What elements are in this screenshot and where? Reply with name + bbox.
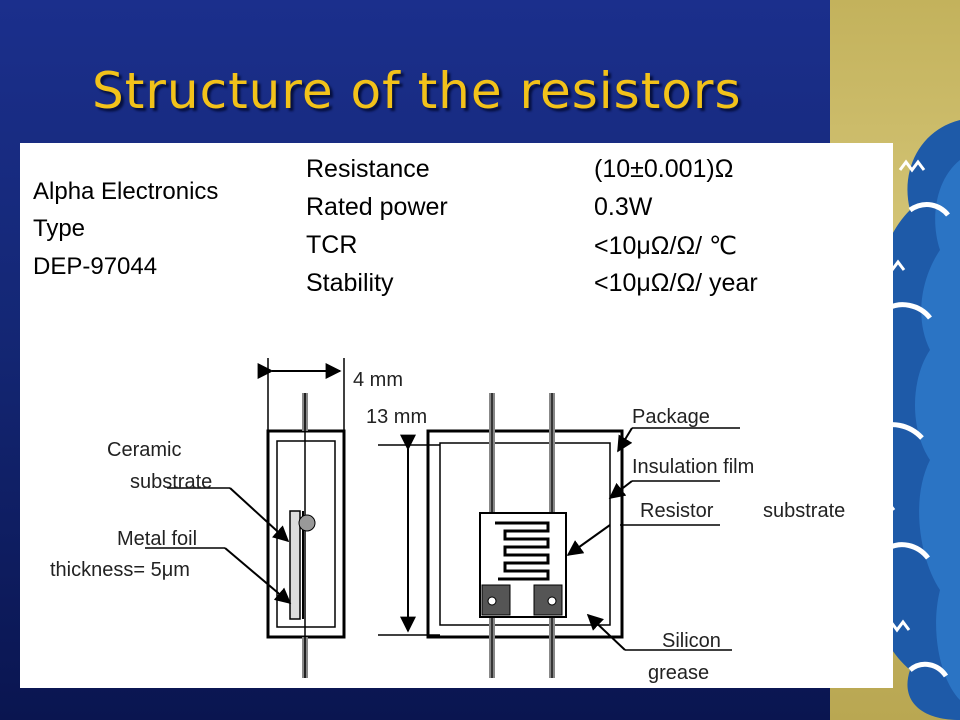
silicon-label: Silicon (662, 630, 721, 652)
spec-value-resistance: (10±0.001)Ω (594, 155, 734, 183)
spec-label-tcr: TCR (306, 231, 358, 259)
front-view (426, 393, 740, 678)
grease-label: grease (648, 662, 709, 684)
resistor-structure-diagram: 4 mm 13 mm Ceramic substrate Metal foil … (50, 358, 845, 684)
side-view (145, 358, 346, 678)
manufacturer-name: Alpha Electronics (33, 178, 219, 205)
foil-label-line1: Metal foil (117, 528, 197, 550)
spec-label-resistance: Resistance (306, 155, 430, 183)
height-label: 13 mm (366, 406, 427, 428)
spec-label-stability: Stability (306, 269, 394, 297)
type-label: Type (33, 215, 86, 242)
height-dimension (378, 434, 440, 636)
page-title: Structure of the resistors (92, 62, 742, 120)
spec-label-power: Rated power (306, 193, 448, 221)
insulation-label: Insulation film (632, 456, 754, 478)
package-label: Package (632, 406, 710, 428)
ceramic-label-line1: Ceramic (107, 439, 181, 461)
type-number: DEP-97044 (33, 253, 158, 280)
content-panel: Alpha Electronics Type DEP-97044 Resista… (20, 143, 893, 688)
substrate-label: substrate (763, 500, 845, 522)
resistor-label: Resistor (640, 500, 714, 522)
foil-label-line2: thickness= 5μm (50, 559, 190, 581)
ceramic-label-line2: substrate (130, 471, 212, 493)
width-label: 4 mm (353, 369, 403, 391)
spec-value-tcr: <10μΩ/Ω/ ℃ (594, 232, 738, 260)
spec-value-stability: <10μΩ/Ω/ year (594, 269, 758, 297)
spec-value-power: 0.3W (594, 193, 653, 221)
